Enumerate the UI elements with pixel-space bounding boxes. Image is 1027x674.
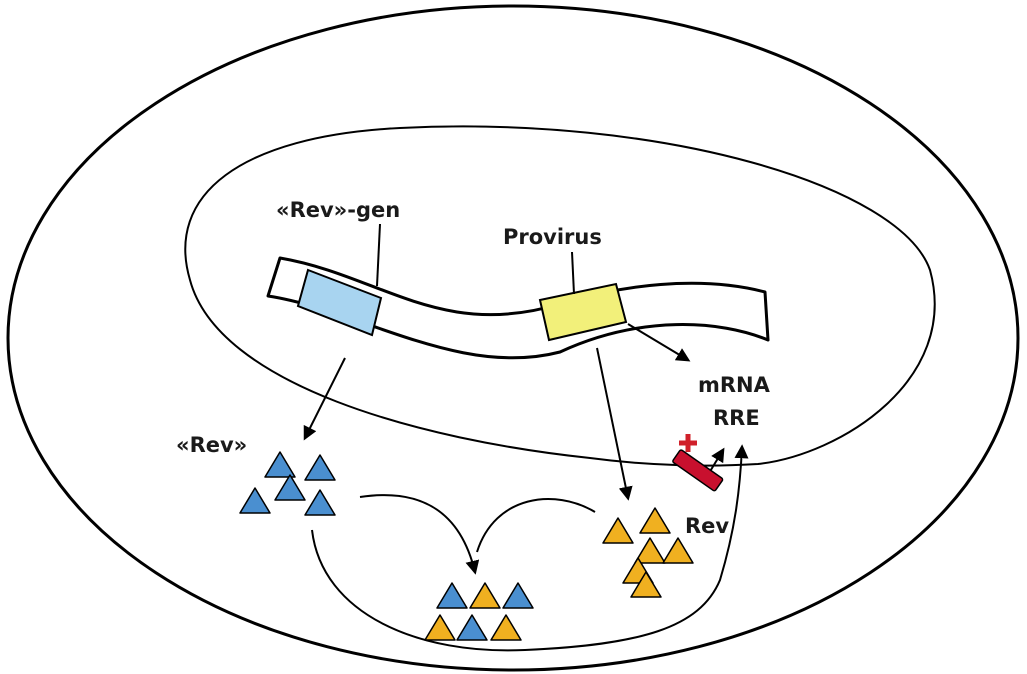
rev-triangle	[304, 454, 336, 481]
rev-gene-leader-line	[376, 223, 381, 287]
nucleus-membrane	[184, 125, 936, 467]
rev-triangle	[274, 474, 306, 501]
rre-label: RRE	[713, 406, 760, 430]
mrna-label: mRNA	[698, 373, 770, 397]
blue-rev-triangles	[239, 451, 336, 516]
rev-triangle	[630, 571, 662, 598]
rev-triangle	[469, 582, 501, 609]
arrow-provirus-to-mrna	[627, 323, 691, 362]
arrow-rev-to-mix	[359, 494, 480, 575]
rev-triangle	[424, 614, 456, 641]
arrow-bottom-loop	[311, 444, 749, 652]
provirus-segment	[538, 282, 628, 342]
rev-triangle	[490, 614, 522, 641]
rev-triangle	[639, 507, 671, 534]
block-sign-icon	[679, 434, 697, 452]
rev-triangle	[602, 517, 634, 544]
rev-triangle	[502, 582, 534, 609]
rev-protein-label: «Rev»	[176, 433, 248, 457]
dna-strand	[266, 256, 770, 360]
rev-triangle	[634, 537, 666, 564]
arrow-gene-to-rev	[303, 357, 346, 441]
rev-triangle	[456, 614, 488, 641]
rev-label: Rev	[685, 514, 730, 538]
cell-membrane	[6, 4, 1020, 672]
rev-triangle	[436, 582, 468, 609]
rev-triangle	[264, 451, 296, 478]
provirus-leader-line	[571, 251, 575, 295]
mixed-rev-triangles	[424, 582, 534, 641]
arrow-proteins-to-mix	[476, 498, 596, 553]
rev-triangle	[662, 537, 694, 564]
provirus-label: Provirus	[503, 225, 602, 249]
rev-gene-label: «Rev»-gen	[276, 198, 401, 222]
rev-triangle	[239, 487, 271, 514]
yellow-rev-triangles	[602, 507, 694, 598]
arrow-provirus-to-proteins	[596, 347, 633, 501]
rev-bound-marker	[672, 449, 724, 492]
rev-triangle	[304, 489, 336, 516]
rev-gene-segment	[296, 268, 383, 337]
